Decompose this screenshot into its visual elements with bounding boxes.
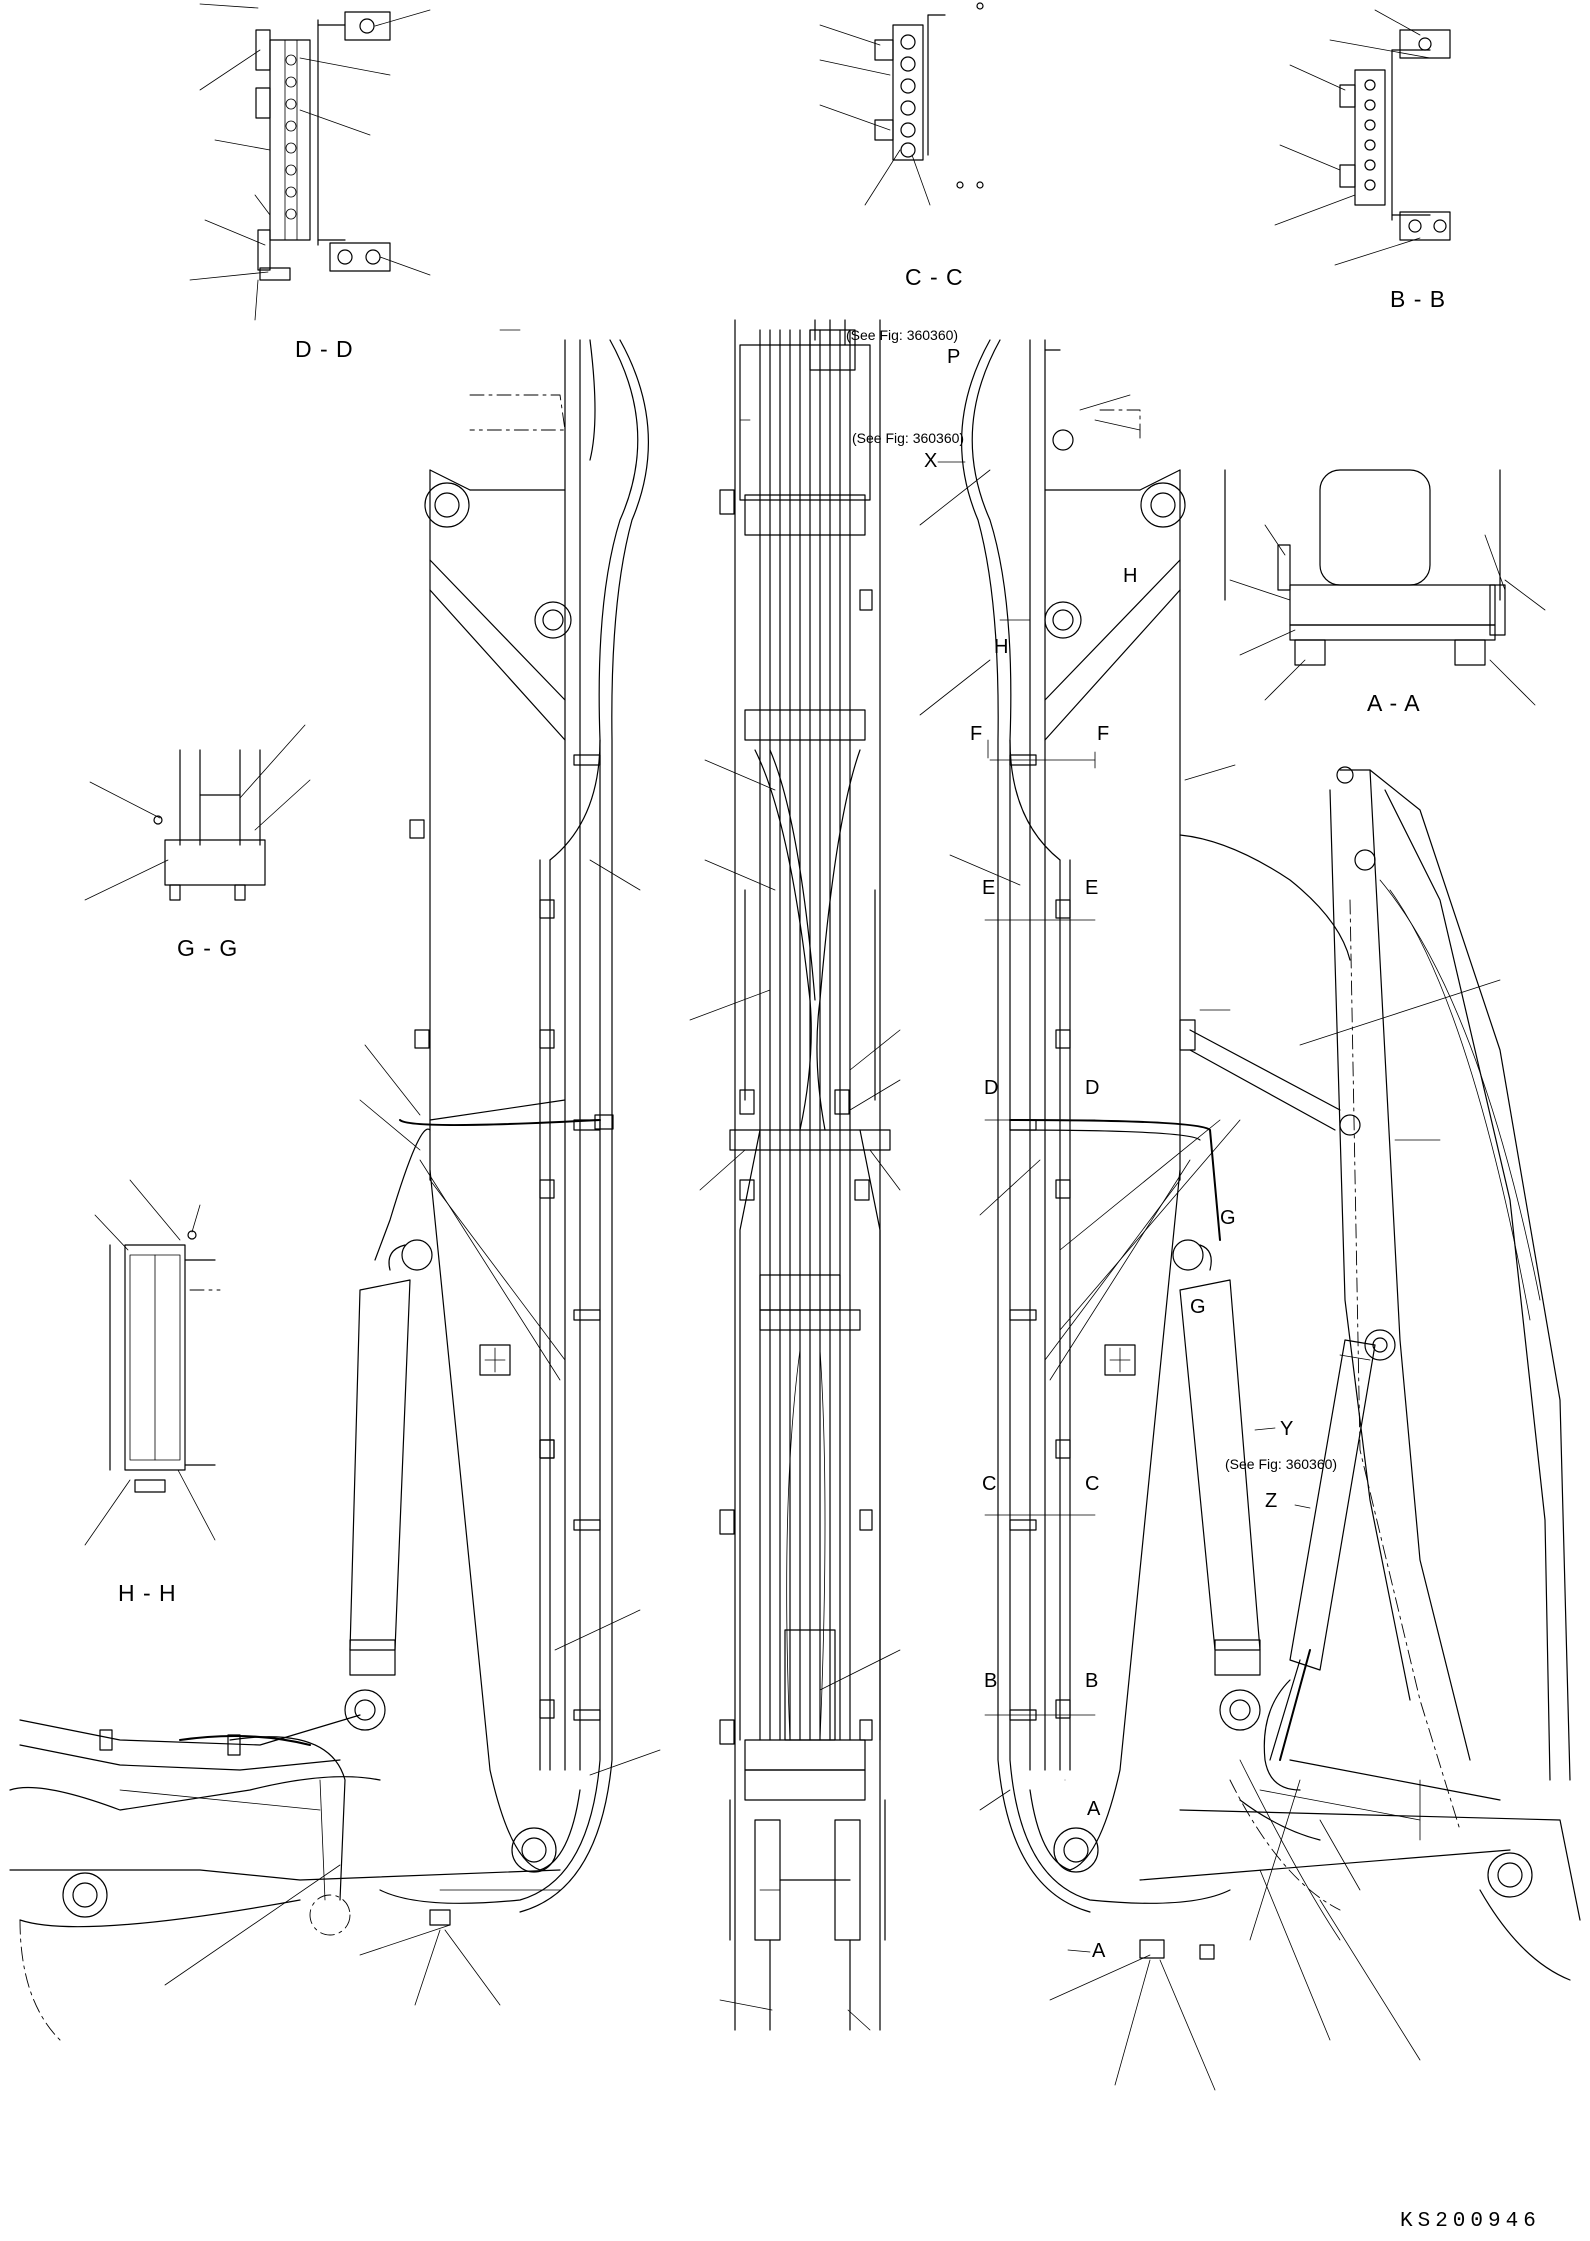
detail-h-h <box>84 1179 221 1546</box>
marker-z: Z <box>1265 1490 1278 1512</box>
reference-note-top-1: (See Fig: 360360) <box>846 327 959 343</box>
marker-c-right: C <box>1085 1473 1100 1495</box>
reference-note-top-2: (See Fig: 360360) <box>852 430 965 446</box>
section-title-b-b: B - B <box>1390 286 1447 312</box>
section-title-a-a: A - A <box>1367 690 1421 716</box>
marker-a-upper: A <box>1087 1798 1101 1820</box>
center-boom-top-view <box>689 319 901 2031</box>
marker-e-left: E <box>982 877 996 899</box>
drawing-code: KS200946 <box>1400 2210 1541 2233</box>
section-title-d-d: D - D <box>295 336 354 362</box>
right-boom <box>919 339 1361 1913</box>
detail-b-b <box>1274 9 1451 266</box>
detail-d-d <box>189 3 431 321</box>
marker-f-right: F <box>1097 723 1110 745</box>
detail-c-c <box>819 2 984 206</box>
marker-p: P <box>947 346 961 368</box>
marker-e-right: E <box>1085 877 1099 899</box>
left-arm <box>9 1714 561 2041</box>
section-title-g-g: G - G <box>177 935 239 961</box>
marker-b-right: B <box>1085 1670 1099 1692</box>
marker-d-right: D <box>1085 1077 1100 1099</box>
marker-y: Y <box>1280 1418 1294 1440</box>
section-title-h-h: H - H <box>118 1580 177 1606</box>
marker-c-left: C <box>982 1473 997 1495</box>
marker-g-lower: G <box>1190 1296 1206 1318</box>
section-cut-marks <box>937 461 1311 1953</box>
marker-h-lower: H <box>994 636 1009 658</box>
marker-x: X <box>924 450 938 472</box>
marker-g-upper: G <box>1220 1207 1236 1229</box>
marker-b-left: B <box>984 1670 998 1692</box>
detail-a-a <box>1224 469 1546 706</box>
left-boom <box>344 329 661 1913</box>
reference-note-side: (See Fig: 360360) <box>1225 1456 1338 1472</box>
marker-a-lower: A <box>1092 1940 1106 1962</box>
right-arm <box>1049 766 1581 2091</box>
marker-f-left: F <box>970 723 983 745</box>
marker-d-left: D <box>984 1077 999 1099</box>
section-title-c-c: C - C <box>905 264 964 290</box>
detail-g-g <box>84 724 311 901</box>
marker-h-upper: H <box>1123 565 1138 587</box>
